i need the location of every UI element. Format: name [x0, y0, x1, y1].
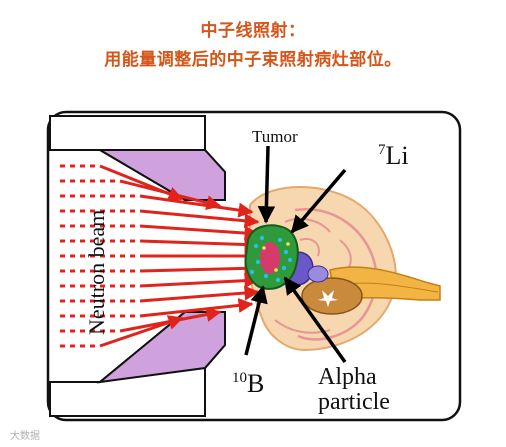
watermark: 大数据 — [10, 431, 40, 442]
heading-line-2: 用能量调整后的中子束照射病灶部位。 — [104, 50, 402, 70]
label-alpha-line1: Alpha — [318, 364, 377, 390]
label-boron-text: B — [247, 369, 264, 398]
label-lithium-text: Li — [386, 141, 409, 170]
cerebellum-pattern — [318, 290, 338, 307]
label-neutron-beam: Neutron beam — [84, 210, 109, 335]
neutron-beam-arrows — [60, 164, 260, 348]
label-lithium-sup: 7 — [378, 142, 386, 158]
label-boron: 10B — [232, 369, 264, 398]
pointer-arrows — [244, 145, 347, 364]
label-boron-sup: 10 — [232, 370, 247, 386]
heading-line-1: 中子线照射： — [200, 21, 306, 41]
label-lithium: 7Li — [378, 141, 409, 170]
label-alpha-line2: particle — [318, 389, 390, 415]
tumor — [244, 224, 299, 290]
label-tumor: Tumor — [252, 127, 298, 146]
collimator — [49, 115, 226, 417]
